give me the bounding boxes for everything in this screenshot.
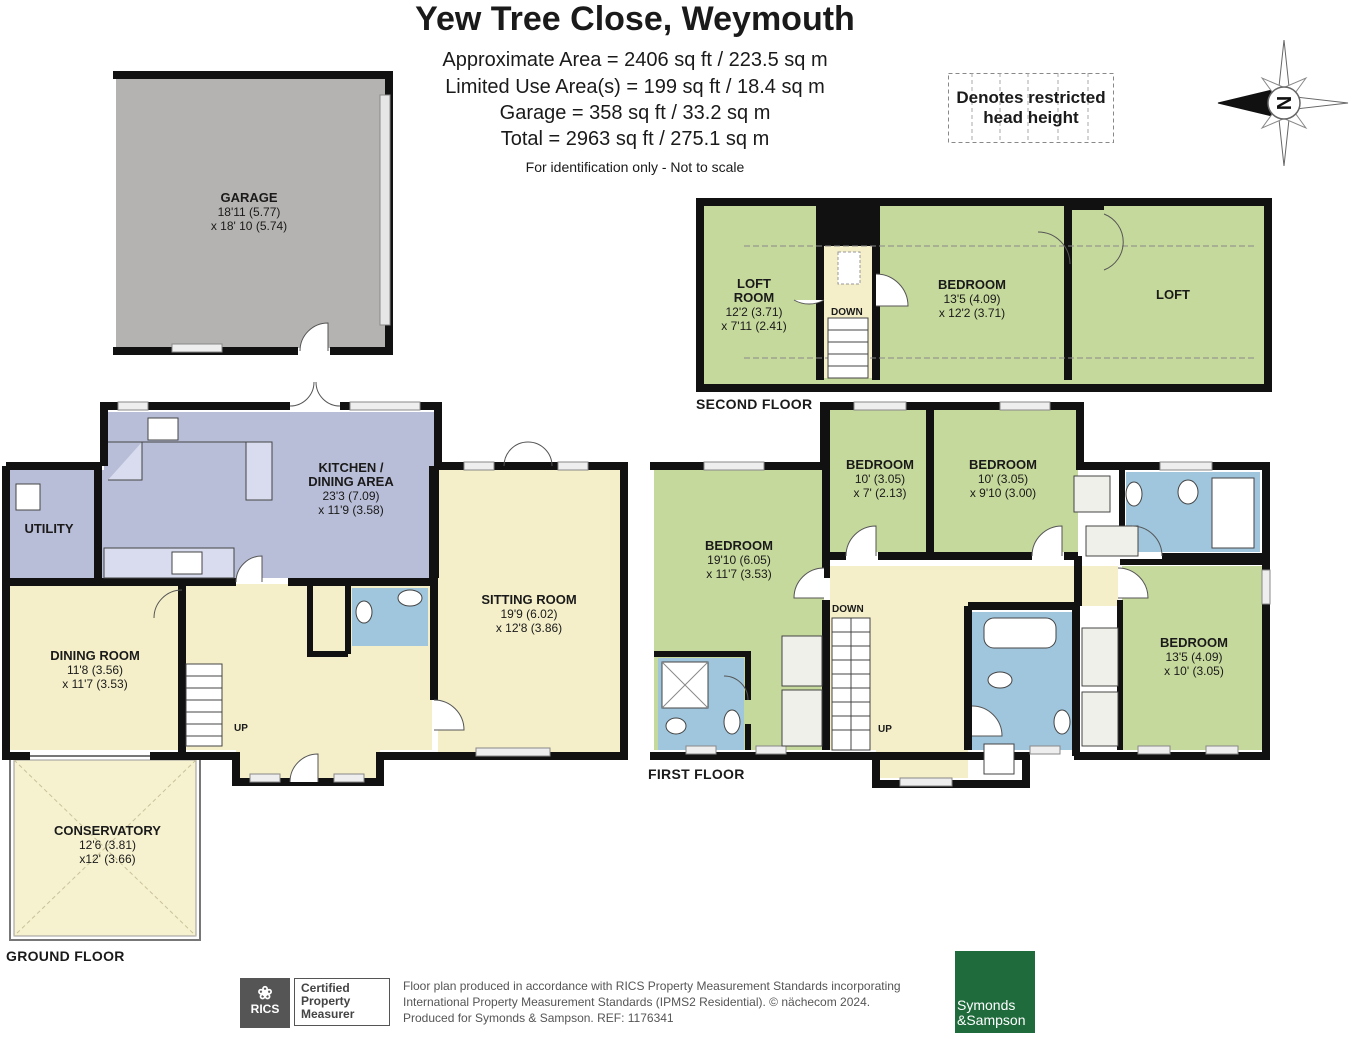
garage-area: Garage = 358 sq ft / 33.2 sq m: [499, 102, 771, 124]
room-label-conservatory: CONSERVATORY 12'6 (3.81) x12' (3.66): [54, 823, 161, 867]
basin-icon: [1053, 709, 1071, 735]
compass-north-label: N: [1274, 96, 1296, 110]
rics-crest-icon: ❀: [257, 983, 273, 1003]
brand-logo: Symonds &Sampson: [955, 951, 1035, 1033]
room-label-loft-room: LOFT ROOM 12'2 (3.71) x 7'11 (2.41): [721, 276, 787, 334]
room-label-utility: UTILITY: [24, 521, 74, 536]
basin-icon: [723, 709, 741, 735]
kitchen-french-doors: [289, 381, 341, 407]
ground-stairs: [185, 663, 223, 747]
ground-floor-plan: [2, 381, 628, 941]
sink-icon: [147, 417, 179, 441]
footer-disclaimer: Floor plan produced in accordance with R…: [403, 979, 901, 1025]
ground-stairs-up: UP: [234, 723, 248, 734]
garage-floor: [116, 78, 386, 348]
sitting-french-doors: [503, 441, 553, 467]
room-label-loft: LOFT: [1156, 287, 1190, 302]
total-area: Total = 2963 sq ft / 275.1 sq m: [500, 128, 770, 150]
hob-icon: [171, 551, 203, 575]
garage-window: [171, 343, 223, 353]
restricted-hatch-box: [948, 73, 1114, 143]
dining-floor: [10, 584, 182, 750]
first-floor-plan: [650, 401, 1271, 788]
first-stairs-up: UP: [878, 724, 892, 735]
toilet-icon: [665, 717, 687, 735]
toilet-icon: [1177, 479, 1199, 505]
page-title: Yew Tree Close, Weymouth: [415, 0, 855, 38]
room-label-right-bedroom: BEDROOM 13'5 (4.09) x 10' (3.05): [1160, 635, 1228, 679]
room-label-sitting-room: SITTING ROOM 19'9 (6.02) x 12'8 (3.86): [481, 592, 577, 636]
shower-tray-icon: [1211, 477, 1255, 549]
room-label-large-bedroom: BEDROOM 19'10 (6.05) x 11'7 (3.53): [705, 538, 773, 582]
garage-side-door: [299, 322, 329, 352]
room-label-mid-bedroom: BEDROOM 10' (3.05) x 9'10 (3.00): [969, 457, 1037, 501]
second-stairs-down: DOWN: [831, 307, 863, 318]
rics-certification: ❀ RICS Certified Property Measurer: [240, 978, 392, 1028]
kitchen-units: [108, 441, 273, 501]
garage-plan: [113, 71, 393, 355]
garage-door: [379, 94, 391, 326]
rics-certified-box: Certified Property Measurer: [294, 978, 390, 1026]
room-label-small-bedroom: BEDROOM 10' (3.05) x 7' (2.13): [846, 457, 914, 501]
ground-floor-label: GROUND FLOOR: [6, 948, 125, 964]
toilet-icon: [987, 671, 1013, 689]
basin-icon: [397, 589, 423, 607]
compass-icon: N: [1217, 39, 1349, 167]
utility-sink-icon: [15, 483, 41, 511]
first-stairs-down: DOWN: [832, 604, 864, 615]
sitting-floor: [438, 470, 620, 752]
limited-use-area: Limited Use Area(s) = 199 sq ft / 18.4 s…: [445, 76, 825, 98]
approx-area: Approximate Area = 2406 sq ft / 223.5 sq…: [442, 49, 828, 71]
basin-icon: [1125, 481, 1143, 507]
scale-note: For identification only - Not to scale: [525, 159, 745, 175]
second-floor-label: SECOND FLOOR: [696, 396, 813, 412]
restricted-line2: head height: [983, 108, 1079, 127]
restricted-height-legend: Denotes restricted head height: [948, 73, 1114, 143]
first-floor-label: FIRST FLOOR: [648, 766, 745, 782]
rics-logo: ❀ RICS: [240, 978, 290, 1028]
kitchen-floor: [10, 412, 434, 578]
second-stairs: [827, 317, 869, 379]
room-label-kitchen: KITCHEN / DINING AREA 23'3 (7.09) x 11'9…: [308, 460, 394, 518]
room-label-dining-room: DINING ROOM 11'8 (3.56) x 11'7 (3.53): [50, 648, 140, 692]
second-floor-fill: [704, 206, 1266, 386]
first-landing: [830, 566, 1118, 778]
room-label-second-bedroom: BEDROOM 13'5 (4.09) x 12'2 (3.71): [938, 277, 1006, 321]
room-label-garage: GARAGE 18'11 (5.77) x 18' 10 (5.74): [210, 190, 288, 234]
first-stairs: [831, 617, 871, 751]
bath-icon: [983, 617, 1057, 649]
toilet-icon: [355, 600, 373, 624]
restricted-line1: Denotes restricted: [956, 88, 1106, 107]
second-floor-plan: [696, 198, 1272, 392]
